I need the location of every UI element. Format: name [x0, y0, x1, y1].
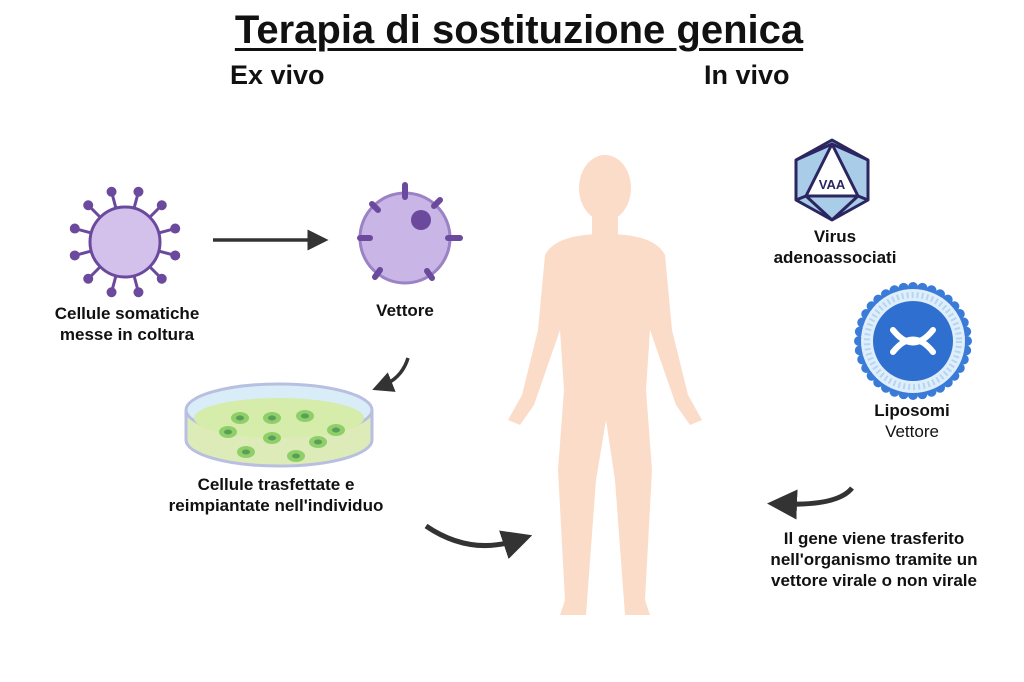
label-line: Virus — [813, 227, 857, 246]
somatic-cell-icon — [69, 186, 181, 298]
liposome-label: Liposomi Vettore — [874, 400, 950, 442]
label-line: nell'organismo tramite un — [770, 550, 978, 569]
in-vivo-description: Il gene viene trasferito nell'organismo … — [770, 528, 977, 591]
transfected-cells-label: Cellule trasfettate e reimpiantate nell'… — [169, 474, 384, 516]
label-line: vettore virale o non virale — [771, 571, 977, 590]
label-line: Vettore — [885, 422, 939, 441]
vector-icon — [357, 182, 463, 285]
section-in-vivo: In vivo — [704, 60, 790, 90]
liposome-icon — [854, 282, 972, 400]
aav-label: Virus adenoassociati — [774, 226, 897, 268]
label-line: messe in coltura — [59, 325, 195, 344]
label-line: Cellule trasfettate e — [197, 475, 355, 494]
label-line: adenoassociati — [773, 248, 897, 267]
arrow-curved-to-dish — [372, 357, 410, 392]
somatic-cells-label: Cellule somatiche messe in coltura — [55, 303, 200, 345]
vector-label: Vettore — [376, 301, 434, 320]
page-title: Terapia di sostituzione genica — [234, 8, 804, 52]
section-ex-vivo: Ex vivo — [230, 60, 325, 90]
label-line: reimpiantate nell'individuo — [168, 496, 384, 515]
petri-dish-icon — [184, 382, 374, 468]
label-line: Il gene viene trasferito — [783, 529, 965, 548]
aav-badge: VAA — [819, 177, 846, 192]
arrow-curved-to-body — [424, 523, 533, 559]
label-line: Liposomi — [874, 401, 950, 420]
aav-capsid-icon — [794, 138, 870, 222]
label-line: Cellule somatiche — [54, 304, 200, 323]
human-body-icon — [508, 155, 702, 615]
arrow-curved-in-vivo — [767, 486, 854, 520]
